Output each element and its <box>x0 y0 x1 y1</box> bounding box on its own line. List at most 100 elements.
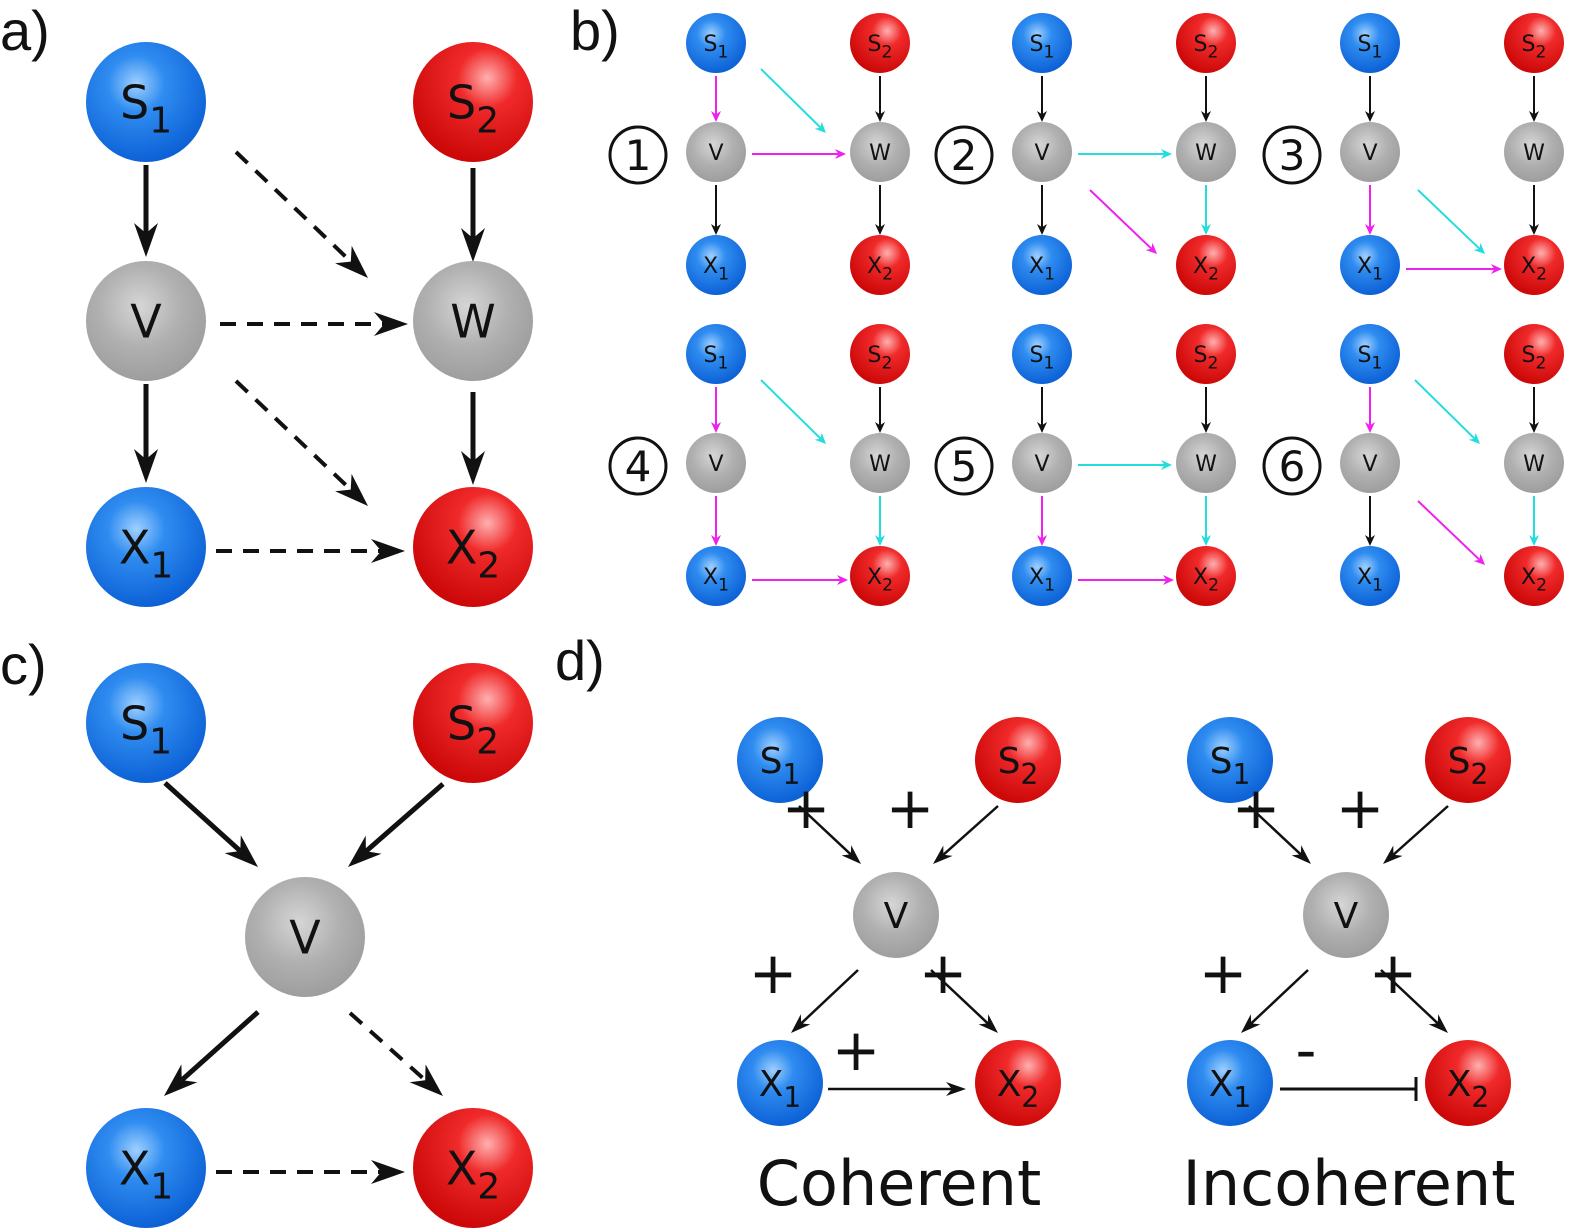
b4-node-w-label: W <box>869 452 891 477</box>
a-node-s1: S1 <box>86 42 206 162</box>
b4-node-s2: S2 <box>850 324 910 384</box>
b6-node-v-label: V <box>1362 452 1377 477</box>
d-coherent-sign-v-x1: + <box>749 939 798 1007</box>
a-edge-s1-v <box>134 165 158 257</box>
b6-node-s1-label: S1 <box>1358 343 1383 374</box>
b5-edge-w-x2 <box>1201 496 1211 546</box>
b5-node-x1-label: X1 <box>1029 565 1055 596</box>
b2-node-w: W <box>1176 122 1236 182</box>
b2-node-x1: X1 <box>1012 235 1072 295</box>
b1-node-x2-label: X2 <box>867 254 893 285</box>
d-incoherent-sign-x1-x2: - <box>1296 1016 1317 1084</box>
b4-node-x2-label: X2 <box>867 565 893 596</box>
b5-edge-x1-x2 <box>1078 575 1174 585</box>
c-edge-x1-x2 <box>216 1160 405 1184</box>
d-coherent-node-s2-label: S2 <box>998 741 1039 791</box>
b1-node-s2-label: S2 <box>868 32 893 63</box>
b1-node-w-label: W <box>869 141 891 166</box>
b6-edge-s2-w <box>1529 387 1539 433</box>
d-coherent-caption: Coherent <box>757 1147 1042 1220</box>
b6-node-x2: X2 <box>1504 546 1564 606</box>
a-node-x1-label: X1 <box>119 521 173 587</box>
b3-node-v: V <box>1340 122 1400 182</box>
a-edge-v-x2 <box>234 379 368 506</box>
b4-edge-s1-v <box>711 387 721 433</box>
b3-edge-s2-w <box>1529 76 1539 122</box>
d-incoherent-node-s1: S1 <box>1187 717 1273 803</box>
b4-node-v: V <box>686 433 746 493</box>
a-node-v: V <box>86 261 206 381</box>
b3-edge-s1-v <box>1365 76 1375 122</box>
b6-node-s2: S2 <box>1504 324 1564 384</box>
b2-edge-v-x1 <box>1037 185 1047 235</box>
svg-text:3: 3 <box>1279 131 1306 180</box>
c-node-x2-label: X2 <box>446 1142 500 1208</box>
b5-node-v-label: V <box>1034 452 1049 477</box>
d-coherent-node-x2-label: X2 <box>997 1064 1040 1114</box>
b3-edge-w-x2 <box>1529 185 1539 235</box>
c-node-s2: S2 <box>413 663 533 783</box>
b4-node-x1-label: X1 <box>703 565 729 596</box>
c-node-x1-label: X1 <box>119 1142 173 1208</box>
b6-node-w-label: W <box>1523 452 1545 477</box>
a-edge-v-w <box>220 312 408 336</box>
d-incoherent-node-x1: X1 <box>1187 1040 1273 1126</box>
b1-edge-w-x2 <box>875 185 885 235</box>
c-node-s1: S1 <box>86 663 206 783</box>
d-incoherent-sign-s2-v: + <box>1336 774 1385 842</box>
d-incoherent-edge-x1-x2 <box>1280 1077 1418 1101</box>
b1-node-x1-label: X1 <box>703 254 729 285</box>
panel-a-label: a) <box>0 0 50 62</box>
b5-node-v: V <box>1012 433 1072 493</box>
d-coherent-node-x1: X1 <box>737 1040 823 1126</box>
d-incoherent-node-x2: X2 <box>1425 1040 1511 1126</box>
d-coherent-sign-s1-v: + <box>782 774 831 842</box>
b4-node-x2: X2 <box>850 546 910 606</box>
b4-node-s2-label: S2 <box>868 343 893 374</box>
d-incoherent-sign-v-x1: + <box>1199 939 1248 1007</box>
c-node-s2-label: S2 <box>447 697 499 763</box>
b-motif-number-1: 1 <box>608 125 668 185</box>
b6-edge-w-x2 <box>1529 496 1539 546</box>
b1-node-x1: X1 <box>686 235 746 295</box>
b6-edge-s1-v <box>1365 387 1375 433</box>
panel-d-label: d) <box>555 629 605 692</box>
a-node-w: W <box>413 261 533 381</box>
b4-edge-v-x1 <box>711 496 721 546</box>
a-edge-w-x2 <box>461 392 485 485</box>
svg-text:4: 4 <box>625 442 652 491</box>
c-edge-v-x1 <box>164 1010 260 1096</box>
b3-node-x2: X2 <box>1504 235 1564 295</box>
a-node-s1-label: S1 <box>120 76 172 142</box>
b2-edge-v-w <box>1078 149 1172 159</box>
d-coherent-sign-v-x2: + <box>919 939 968 1007</box>
b2-node-x2-label: X2 <box>1193 254 1219 285</box>
c-node-s1-label: S1 <box>120 697 172 763</box>
b2-edge-s2-w <box>1201 76 1211 122</box>
b6-node-x1: X1 <box>1340 546 1400 606</box>
d-incoherent-node-x1-label: X1 <box>1209 1064 1252 1114</box>
b3-node-s2-label: S2 <box>1522 32 1547 63</box>
b5-edge-s1-v <box>1037 387 1047 433</box>
d-incoherent-node-s1-label: S1 <box>1210 741 1251 791</box>
d-incoherent-node-v: V <box>1303 872 1389 958</box>
b1-edge-s1-w <box>760 68 826 133</box>
a-node-w-label: W <box>450 295 495 349</box>
b3-node-x1: X1 <box>1340 235 1400 295</box>
b3-edge-v-x1 <box>1365 185 1375 235</box>
b4-node-s1: S1 <box>686 324 746 384</box>
d-coherent-edge-v-x1 <box>791 969 859 1033</box>
b5-node-w: W <box>1176 433 1236 493</box>
b4-edge-x1-x2 <box>752 575 848 585</box>
d-coherent-edge-v-x2 <box>930 969 998 1033</box>
b5-edge-v-x1 <box>1037 496 1047 546</box>
b2-node-s2-label: S2 <box>1194 32 1219 63</box>
b4-node-w: W <box>850 433 910 493</box>
d-incoherent-sign-v-x2: + <box>1369 939 1418 1007</box>
b-motif-number-5: 5 <box>934 436 994 496</box>
b1-node-s1: S1 <box>686 13 746 73</box>
b2-node-w-label: W <box>1195 141 1217 166</box>
a-edge-v-x1 <box>134 384 158 483</box>
d-coherent-node-s2: S2 <box>975 717 1061 803</box>
